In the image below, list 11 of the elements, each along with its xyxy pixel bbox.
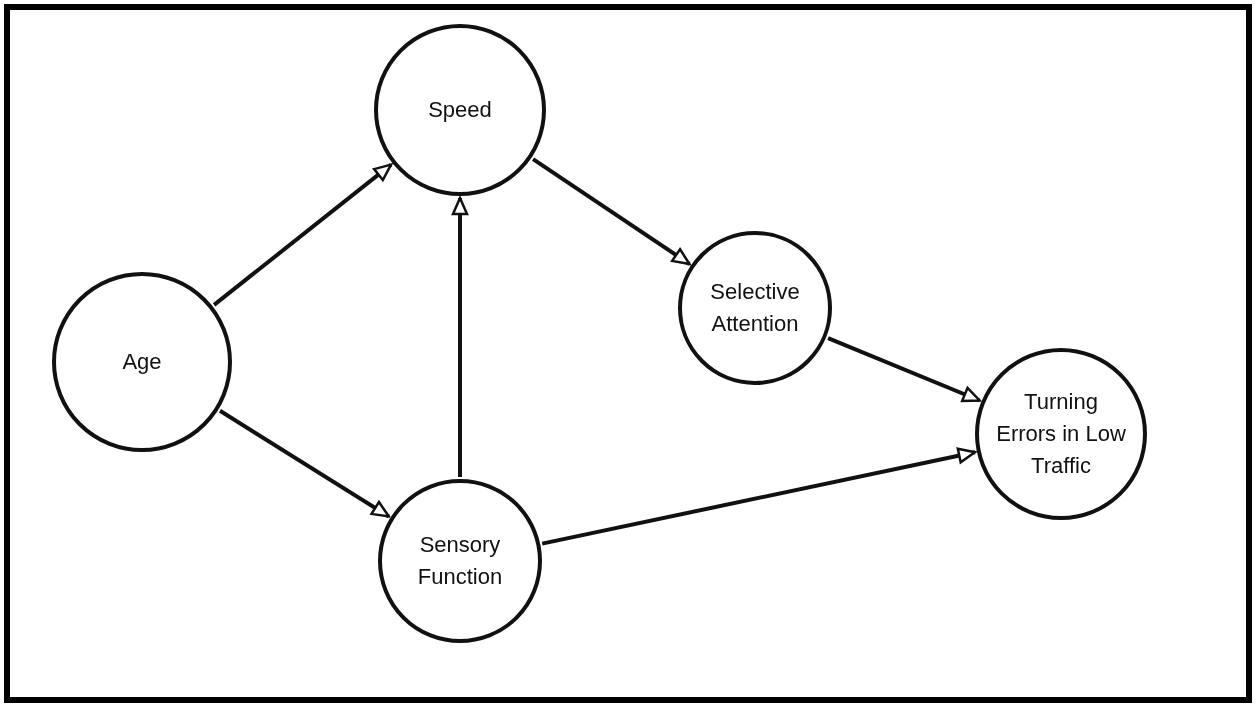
arrow [218,409,391,519]
arrow [212,163,393,307]
arrow [827,336,981,403]
node-label: Selective Attention [709,278,801,338]
node-label: Speed [427,96,493,125]
arrow [451,196,469,477]
node-label: Turning Errors in Low Traffic [995,388,1127,480]
arrow [531,157,691,266]
node-label: Sensory Function [416,531,504,591]
node-label: Age [121,348,163,377]
arrow [541,447,977,546]
